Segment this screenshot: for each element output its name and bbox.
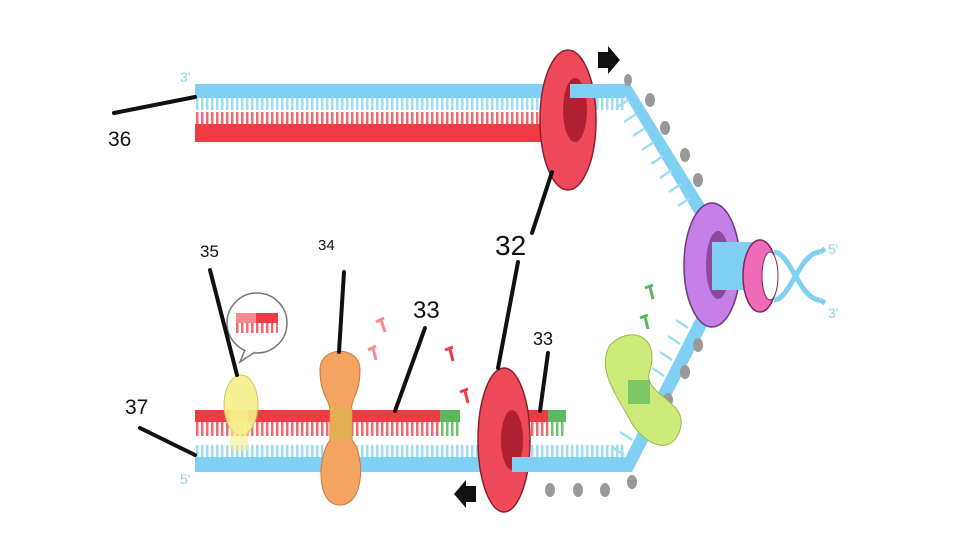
single-strand-binding-proteins-bottom — [545, 338, 703, 497]
arrow-left-icon — [454, 480, 476, 508]
end-label-bottom-left: 5' — [180, 471, 190, 487]
ligase-callout-bubble — [226, 292, 288, 364]
label-33-primer: 33 — [533, 329, 553, 349]
label-34: 34 — [318, 237, 335, 254]
dna-polymerase-top — [539, 49, 620, 191]
end-label-top-left: 3' — [180, 69, 190, 85]
top-diagonal-teeth — [615, 98, 691, 208]
label-32: 32 — [495, 230, 526, 261]
top-parent-strand — [195, 84, 708, 216]
okazaki-fragment-1 — [195, 410, 460, 436]
end-label-right-top: 5' — [828, 241, 838, 257]
top-new-strand — [195, 112, 550, 142]
dna-polymerase-bottom — [477, 367, 542, 513]
double-helix — [773, 246, 827, 306]
label-35: 35 — [200, 242, 219, 261]
primase — [604, 334, 682, 446]
single-strand-binding-proteins-top — [624, 74, 703, 187]
leader-lines — [112, 95, 554, 457]
label-37: 37 — [125, 396, 148, 419]
dna-ligase — [223, 374, 259, 450]
label-33-fragment: 33 — [413, 297, 440, 324]
label-36: 36 — [108, 128, 131, 151]
free-nucleotides — [367, 283, 655, 404]
arrow-right-icon — [598, 46, 620, 74]
helicase-pink — [742, 239, 779, 313]
okazaki-fragment-2 — [528, 410, 566, 436]
sliding-clamp — [319, 350, 362, 506]
end-label-right-bottom: 3' — [828, 305, 838, 321]
